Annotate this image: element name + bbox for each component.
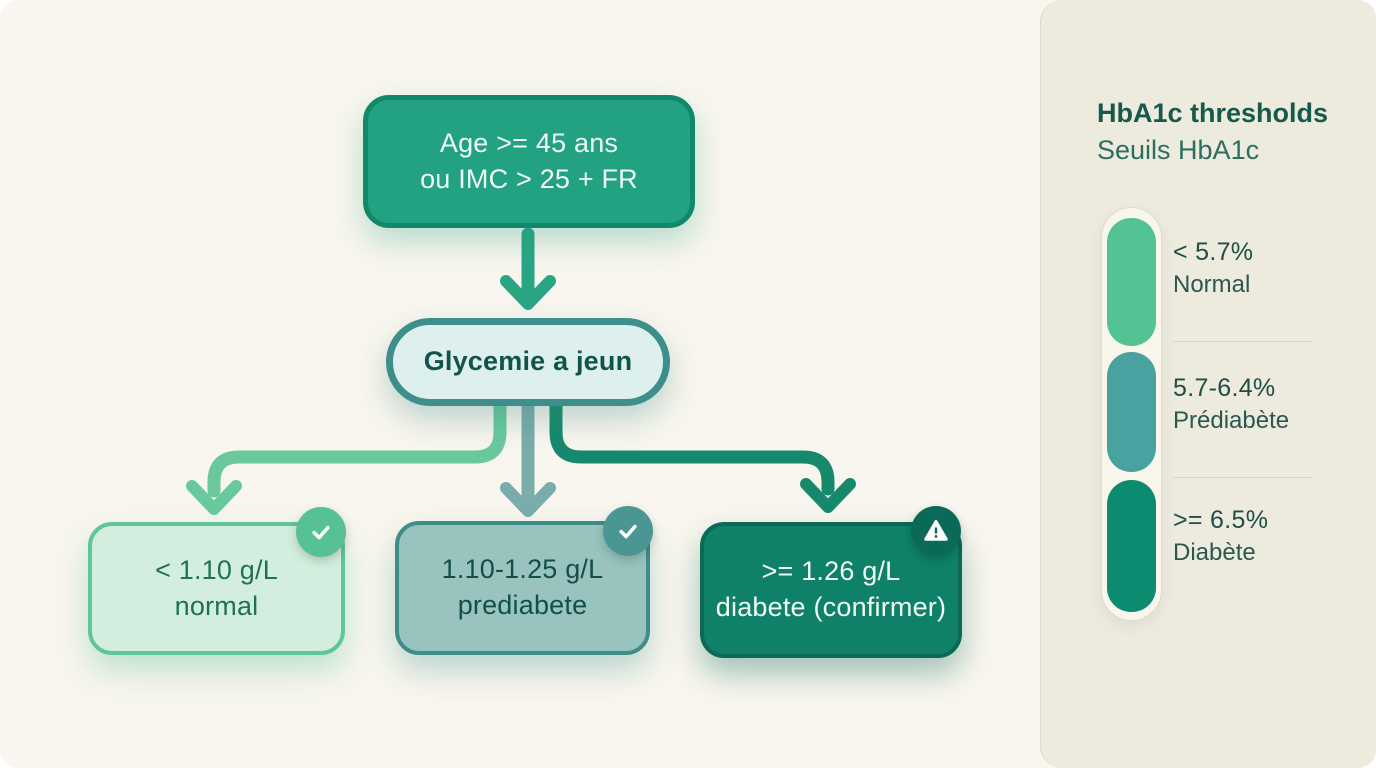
connector-middle-branch-icon [500,399,556,517]
outcome-diabete-value: >= 1.26 g/L [761,556,901,587]
legend-divider [1173,477,1313,478]
decision-node: Glycemie a jeun [386,318,670,406]
criteria-node: Age >= 45 ans ou IMC > 25 + FR [363,95,695,228]
decision-label: Glycemie a jeun [423,346,633,377]
outcome-node-normal: < 1.10 g/L normal [88,507,346,655]
legend-label: Prédiabète [1173,407,1290,434]
outcome-diabete-label: diabete (confirmer) [715,592,947,622]
outcome-prediabete-value: 1.10-1.25 g/L [441,554,604,585]
legend-label: Diabète [1173,539,1256,566]
flow-connectors [186,227,856,517]
connector-left-branch-icon [186,399,507,515]
threshold-scale-track [1101,207,1162,621]
arrow-down-top-icon [500,227,556,310]
legend-range: < 5.7% [1173,238,1254,266]
connector-right-branch-icon [549,399,856,513]
swatch-normal [1107,218,1156,346]
legend-divider [1173,341,1313,342]
legend-range: 5.7-6.4% [1173,374,1276,402]
legend-item-diabete: >= 6.5% Diabète [1173,506,1353,567]
legend-range: >= 6.5% [1173,506,1269,534]
legend-item-prediabete: 5.7-6.4% Prédiabète [1173,374,1353,435]
warning-badge-icon [911,506,961,556]
swatch-prediabete [1107,352,1156,472]
check-badge-icon [296,507,346,557]
outcome-node-prediabete: 1.10-1.25 g/L prediabete [395,506,653,655]
check-badge-icon [603,506,653,556]
swatch-diabete [1107,480,1156,612]
outcome-normal-value: < 1.10 g/L [155,554,278,585]
outcome-prediabete-label: prediabete [457,590,588,620]
panel-subtitle: Seuils HbA1c [1097,135,1260,165]
criteria-line2: ou IMC > 25 + FR [420,163,638,194]
panel-title: HbA1c thresholds [1097,98,1329,128]
hba1c-thresholds-panel: HbA1c thresholds Seuils HbA1c < 5.7% Nor… [1040,0,1376,768]
legend-item-normal: < 5.7% Normal [1173,238,1353,299]
legend-label: Normal [1173,271,1251,298]
outcome-normal-label: normal [174,590,259,621]
criteria-line1: Age >= 45 ans [439,127,619,158]
outcome-node-diabete: >= 1.26 g/L diabete (confirmer) [700,506,962,658]
